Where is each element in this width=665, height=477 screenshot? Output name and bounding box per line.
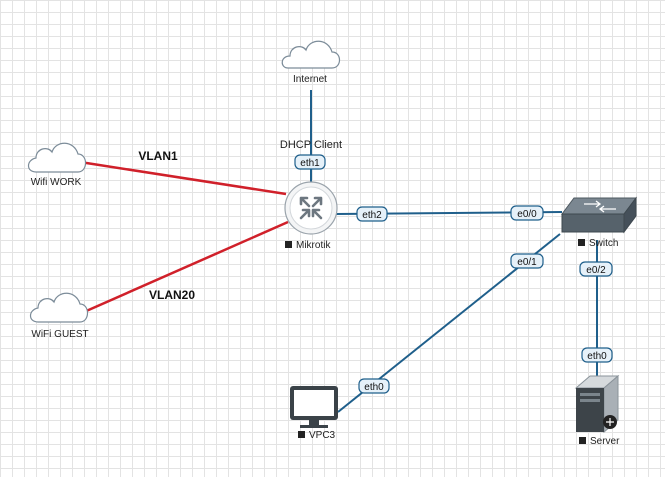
node-marker	[578, 239, 585, 246]
vlan20-label: VLAN20	[149, 288, 195, 302]
node-label-switch: Switch	[589, 238, 618, 249]
node-label-internet: Internet	[293, 74, 327, 85]
port-label: e0/2	[586, 265, 606, 276]
port-label: eth2	[362, 210, 382, 221]
monitor-icon	[290, 386, 338, 428]
link-vlan1-wifi-work[interactable]	[79, 160, 287, 196]
port-badge-mikrotik-eth1[interactable]: eth1	[294, 154, 326, 170]
server-tower-icon	[574, 374, 620, 434]
port-badge-vpc3-eth0[interactable]: eth0	[358, 378, 390, 394]
cloud-icon	[27, 142, 87, 173]
node-server[interactable]: Server	[574, 374, 620, 447]
switch-icon	[561, 196, 637, 234]
port-badge-switch-e0-2[interactable]: e0/2	[579, 261, 613, 277]
port-label: eth0	[587, 351, 607, 362]
node-internet[interactable]: Internet	[281, 40, 341, 85]
node-marker	[285, 241, 292, 248]
node-wifi-guest[interactable]: WiFi GUEST	[29, 292, 89, 340]
node-marker	[579, 437, 586, 444]
node-wifi-work[interactable]: Wifi WORK	[27, 142, 87, 188]
link-vlan20-wifi-guest[interactable]	[83, 220, 289, 314]
node-switch[interactable]: Switch	[561, 196, 637, 249]
node-label-server: Server	[590, 436, 620, 447]
cloud-icon	[281, 40, 341, 69]
port-label: eth1	[300, 158, 320, 169]
node-mikrotik[interactable]: Mikrotik	[284, 181, 338, 251]
dhcp-client-annotation: DHCP Client	[280, 139, 342, 151]
port-badge-mikrotik-eth2[interactable]: eth2	[356, 206, 388, 222]
node-label-mikrotik: Mikrotik	[296, 240, 331, 251]
port-label: e0/0	[517, 209, 537, 220]
router-icon	[284, 181, 338, 235]
port-label: e0/1	[517, 257, 537, 268]
port-badge-server-eth0[interactable]: eth0	[581, 347, 613, 363]
node-label-vpc3: VPC3	[309, 430, 336, 441]
port-badge-switch-e0-0[interactable]: e0/0	[510, 205, 544, 221]
node-label-wifi-work: Wifi WORK	[31, 177, 82, 188]
vlan1-label: VLAN1	[138, 149, 178, 163]
node-marker	[298, 431, 305, 438]
node-label-wifi-guest: WiFi GUEST	[31, 329, 88, 340]
port-label: eth0	[364, 382, 384, 393]
node-vpc3[interactable]: VPC3	[290, 386, 338, 441]
cloud-icon	[29, 292, 89, 323]
port-badge-switch-e0-1[interactable]: e0/1	[510, 253, 544, 269]
